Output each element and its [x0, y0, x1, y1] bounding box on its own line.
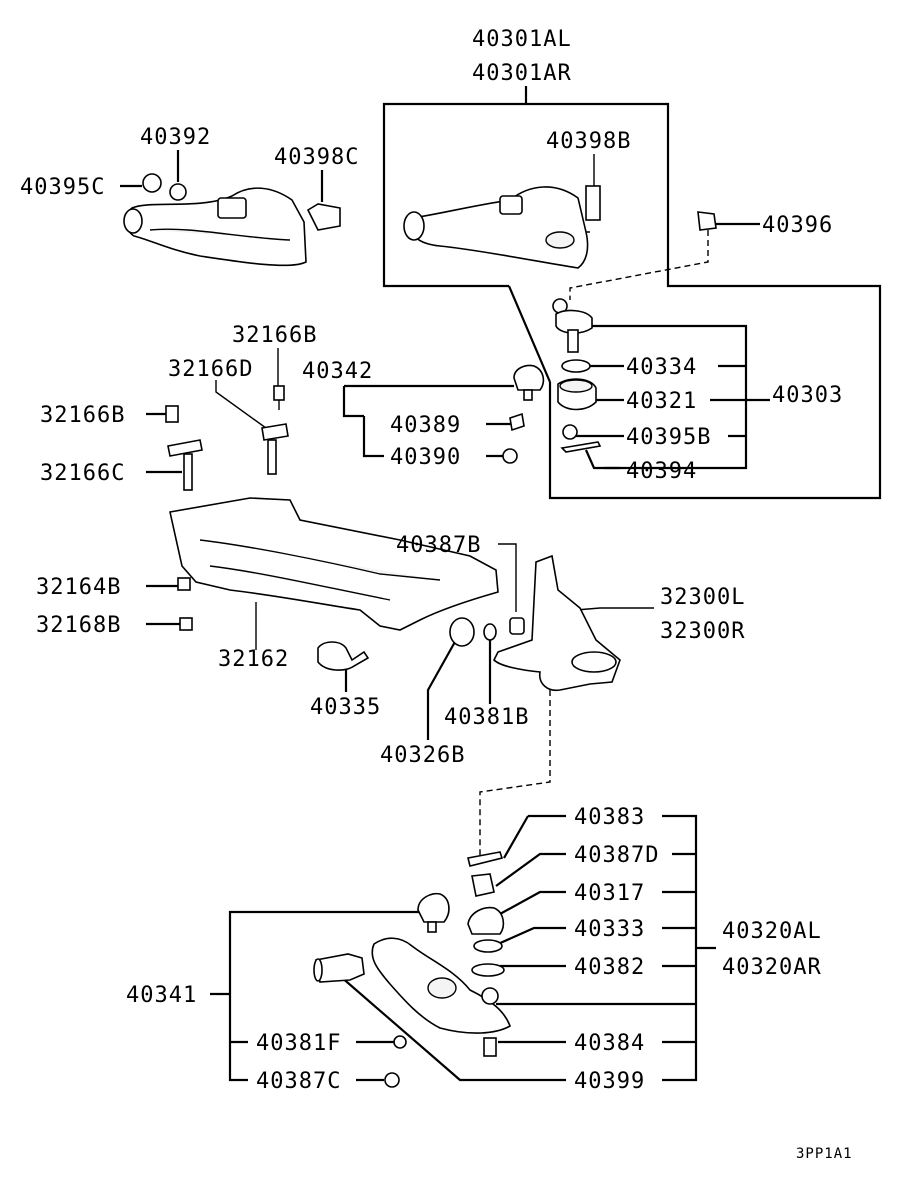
label-40389[interactable]: 40389 — [390, 413, 461, 438]
label-40320AR[interactable]: 40320AR — [722, 955, 822, 980]
upper-ball-joint-group-drawing — [552, 211, 717, 453]
label-40394[interactable]: 40394 — [626, 459, 697, 484]
label-32166B-left[interactable]: 32166B — [40, 403, 125, 428]
label-32168B[interactable]: 32168B — [36, 613, 121, 638]
label-40341[interactable]: 40341 — [126, 983, 197, 1008]
label-32166B-top[interactable]: 32166B — [232, 323, 317, 348]
label-40396[interactable]: 40396 — [762, 213, 833, 238]
bump-stopper-40342-drawing — [502, 364, 545, 464]
upper-arm-right-drawing — [403, 185, 601, 269]
label-40381F[interactable]: 40381F — [256, 1031, 341, 1056]
label-40333[interactable]: 40333 — [574, 917, 645, 942]
leader-lines — [120, 86, 882, 1082]
part-labels: 40301AL 40301AR 40392 40395C 40398C 4039… — [20, 27, 853, 1162]
label-40320AL[interactable]: 40320AL — [722, 919, 822, 944]
lower-arm-group-drawing — [313, 851, 511, 1088]
label-32300R[interactable]: 32300R — [660, 619, 745, 644]
diagram-code: 3PP1A1 — [796, 1146, 853, 1162]
label-40301AL[interactable]: 40301AL — [472, 27, 572, 52]
label-32166D[interactable]: 32166D — [168, 357, 253, 382]
label-40387B[interactable]: 40387B — [396, 533, 481, 558]
label-40390[interactable]: 40390 — [390, 445, 461, 470]
label-40335[interactable]: 40335 — [310, 695, 381, 720]
knuckle-and-bushings-drawing — [317, 554, 621, 692]
label-40334[interactable]: 40334 — [626, 355, 697, 380]
label-40387D[interactable]: 40387D — [574, 843, 659, 868]
label-40382[interactable]: 40382 — [574, 955, 645, 980]
label-40321[interactable]: 40321 — [626, 389, 697, 414]
label-40395B[interactable]: 40395B — [626, 425, 711, 450]
label-40384[interactable]: 40384 — [574, 1031, 645, 1056]
label-40317[interactable]: 40317 — [574, 881, 645, 906]
label-40398B[interactable]: 40398B — [546, 129, 631, 154]
label-40303[interactable]: 40303 — [772, 383, 843, 408]
label-40383[interactable]: 40383 — [574, 805, 645, 830]
label-40387C[interactable]: 40387C — [256, 1069, 341, 1094]
crossmember-32162-drawing — [169, 497, 499, 631]
label-40395C[interactable]: 40395C — [20, 175, 105, 200]
label-40301AR[interactable]: 40301AR — [472, 61, 572, 86]
crossmember-bolts-drawing — [165, 385, 289, 491]
upper-arm-left-drawing — [123, 173, 341, 267]
label-40399[interactable]: 40399 — [574, 1069, 645, 1094]
label-32162[interactable]: 32162 — [218, 647, 289, 672]
label-40326B[interactable]: 40326B — [380, 743, 465, 768]
label-32166C[interactable]: 32166C — [40, 461, 125, 486]
label-32164B[interactable]: 32164B — [36, 575, 121, 600]
label-40342[interactable]: 40342 — [302, 359, 373, 384]
label-40381B[interactable]: 40381B — [444, 705, 529, 730]
label-32300L[interactable]: 32300L — [660, 585, 745, 610]
label-40392[interactable]: 40392 — [140, 125, 211, 150]
label-40398C[interactable]: 40398C — [274, 145, 359, 170]
